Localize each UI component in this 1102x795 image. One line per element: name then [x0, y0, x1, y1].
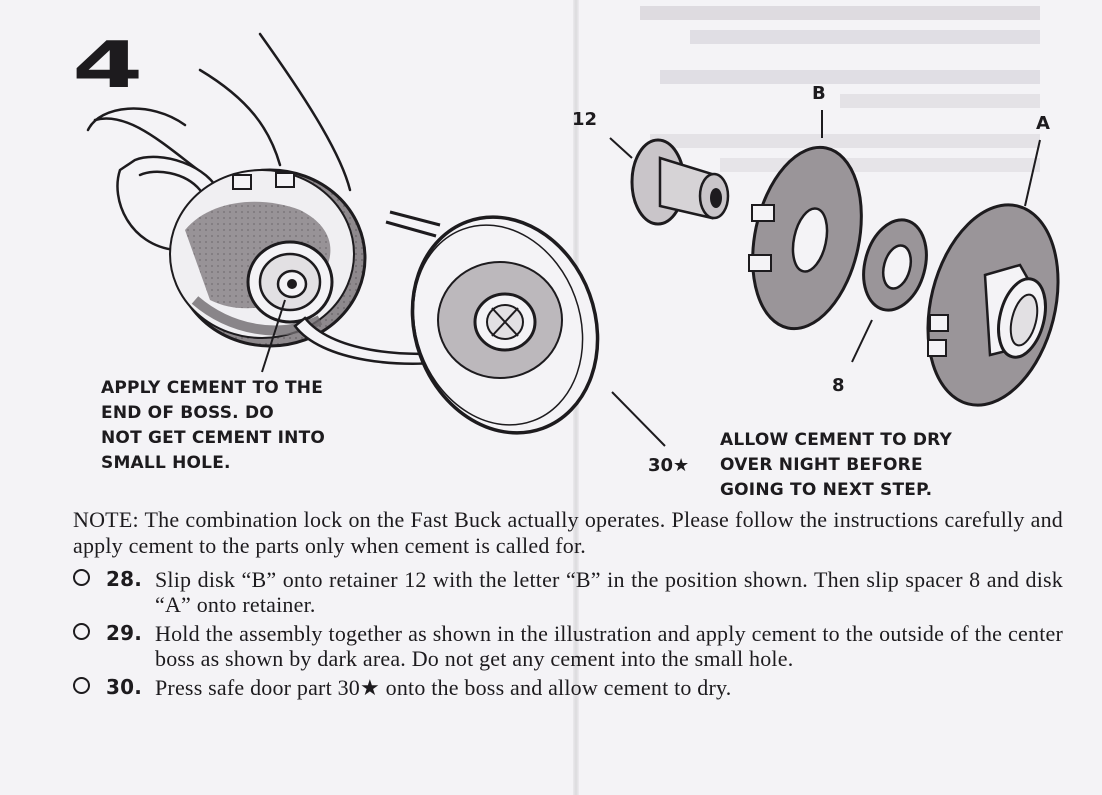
assembly-illustration: [86, 32, 1060, 447]
step-number-heading: 4: [72, 29, 143, 103]
note-label: NOTE:: [73, 507, 139, 532]
step-number: 29.: [106, 621, 143, 645]
leader-lines: [261, 110, 1041, 447]
part-label-30: 30★: [648, 455, 690, 476]
callout-line: NOT GET CEMENT INTO: [101, 428, 326, 448]
step-item-30: 30. Press safe door part 30★ onto the bo…: [73, 675, 1063, 700]
callout-line: GOING TO NEXT STEP.: [720, 480, 933, 500]
disk-a: [926, 203, 1060, 407]
safe-door-part: [385, 210, 600, 435]
part-label-8: 8: [832, 375, 845, 396]
callout-line: END OF BOSS. DO: [101, 403, 274, 423]
step-item-28: 28. Slip disk “B” onto retainer 12 with …: [73, 567, 1063, 617]
instruction-text: NOTE: The combination lock on the Fast B…: [73, 507, 1063, 704]
step-item-29: 29. Hold the assembly together as shown …: [73, 621, 1063, 671]
retainer-part: [630, 138, 730, 226]
checkbox-circle-icon[interactable]: [73, 677, 90, 694]
callout-line: ALLOW CEMENT TO DRY: [720, 430, 953, 450]
note-text: The combination lock on the Fast Buck ac…: [73, 507, 1063, 558]
step-text: Hold the assembly together as shown in t…: [155, 621, 1063, 671]
callout-line: OVER NIGHT BEFORE: [720, 455, 923, 475]
disk-b: [748, 145, 863, 331]
step-number: 30.: [106, 675, 143, 699]
step-text: Slip disk “B” onto retainer 12 with the …: [155, 567, 1063, 617]
part-label-b: B: [812, 83, 826, 104]
part-label-a: A: [1036, 113, 1050, 134]
spacer-8: [862, 218, 928, 312]
callout-line: SMALL HOLE.: [101, 453, 231, 473]
step-number: 28.: [106, 567, 143, 591]
step-text: Press safe door part 30★ onto the boss a…: [155, 675, 732, 700]
note-paragraph: NOTE: The combination lock on the Fast B…: [73, 507, 1063, 559]
part-label-12: 12: [572, 109, 598, 130]
callout-allow-dry: ALLOW CEMENT TO DRY OVER NIGHT BEFORE GO…: [720, 428, 952, 503]
assembled-dial: [169, 168, 367, 348]
callout-line: APPLY CEMENT TO THE: [101, 378, 324, 398]
callout-apply-cement: APPLY CEMENT TO THE END OF BOSS. DO NOT …: [101, 376, 325, 476]
checkbox-circle-icon[interactable]: [73, 623, 90, 640]
checkbox-circle-icon[interactable]: [73, 569, 90, 586]
